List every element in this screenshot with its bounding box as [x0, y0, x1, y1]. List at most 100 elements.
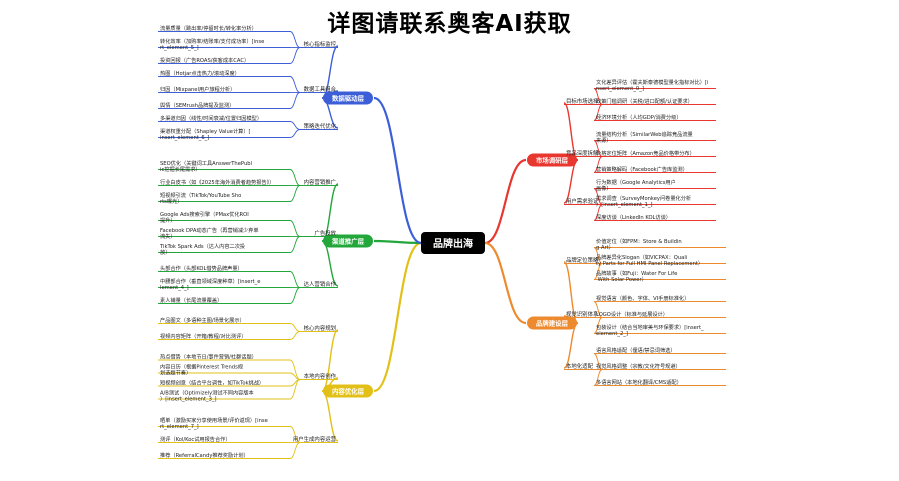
- group-content-1-label: 本地内容创作: [304, 372, 337, 380]
- leaf-channel-2-0: 头部合作（头部KOL借势品牌声量）: [160, 264, 243, 272]
- connector-channel-group-2: [321, 240, 339, 287]
- leaf-market-1-2: 营销策略解码（Facebook广告库监测）: [596, 165, 688, 173]
- leaf-market-2-2: 深度访谈（LinkedIn KOL访谈）: [596, 213, 671, 221]
- leaf-content-1-1: 内容日历（根据Pinterest Trends规划选题节奏）: [160, 363, 243, 377]
- leaf-market-2-1: 需求调查（SurveyMonkey问卷量化分析）[insert_element_…: [596, 194, 691, 208]
- root-node[interactable]: 品牌出海: [433, 237, 473, 250]
- connector-content-group-2: [321, 390, 339, 442]
- leaf-data-2-0: 多渠道归因（线性/时间衰减/位置归因模型）: [160, 114, 262, 122]
- group-channel-2-label: 达人营销合作: [304, 280, 337, 288]
- branch-channel[interactable]: 渠道推广层: [332, 236, 365, 245]
- leaf-content-1-3: A/B测试（Optimizely测试不同内容版本）[insert_element…: [160, 389, 254, 403]
- leaf-content-2-1: 测评（Kol/Koc试用报告合作）: [160, 435, 231, 443]
- leaf-market-0-2: 经济环境分析（人均GDP/消费分级）: [596, 113, 682, 121]
- leaf-content-0-0: 产品图文（多语种主图/场景化展示）: [160, 316, 245, 324]
- connector-content-2-0: [289, 426, 301, 443]
- leaf-channel-0-1: 行业白皮书（如《2025年海外消费者趋势报告》）: [160, 178, 274, 186]
- leaf-data-1-2: 舆情（SEMrush品牌提及监测）: [160, 101, 234, 109]
- connector-channel-1-0: [289, 220, 301, 237]
- leaf-brand-1-1: LOGO设计（标准与延展设计）: [596, 310, 668, 318]
- group-brand-1-label: 视觉识别体系: [566, 310, 599, 318]
- branch-data[interactable]: 数据驱动层: [332, 93, 365, 102]
- branch-brand-box: [527, 316, 577, 330]
- leaf-content-1-0: 热点借势（本地节日/事件营销/社群话题）: [160, 353, 257, 361]
- leaf-channel-2-2: 素人铺量（长尾流量覆盖）: [160, 296, 222, 304]
- connector-content-0-1: [289, 331, 301, 340]
- leaf-market-1-1: 价格定位矩阵（Amazon竞品价格带分布）: [596, 149, 695, 157]
- leaf-brand-0-2: 品牌故事（如Fuji：Water For Life With Solar Pow…: [596, 269, 677, 283]
- connector-content-0-0: [289, 323, 301, 332]
- branch-market[interactable]: 市场调研层: [536, 155, 569, 164]
- branch-data-box: [323, 91, 373, 105]
- leaf-data-0-0: 流量质量（跳出率/停留时长/转化率分析）: [160, 24, 257, 32]
- connector-content-2-2: [289, 442, 301, 459]
- leaf-brand-2-2: 多语言网站（本地化翻译/CMS适配）: [596, 378, 682, 386]
- connector-data-2-0: [289, 121, 301, 130]
- leaf-content-2-2: 推荐（ReferralCandy推荐奖励计划）: [160, 451, 249, 459]
- connector-data-2-1: [289, 129, 301, 138]
- group-content-2-label: 用户生成内容运营: [293, 435, 337, 443]
- root-node-box: [421, 232, 485, 254]
- group-brand-0-label: 品牌定位策略: [566, 256, 599, 264]
- leaf-data-1-1: 归因（Mixpanel用户旅程分析）: [160, 85, 235, 93]
- group-market-0-label: 目标市场选择: [566, 97, 599, 105]
- branch-content[interactable]: 内容优化层: [332, 386, 365, 395]
- leaf-content-1-2: 短视频创意（结合平台调性，如TikTok挑战）: [160, 379, 264, 387]
- group-channel-0-label: 内容营销推广: [304, 178, 337, 186]
- leaf-data-2-1: 渠道权重分配（Shapley Value计算）[insert_element_6…: [160, 127, 251, 141]
- group-brand-2-label: 本地化适配: [566, 362, 594, 370]
- leaf-channel-1-2: TikTok Spark Ads（达人内容二次投放）: [159, 242, 245, 256]
- leaf-brand-2-0: 语言风格适配（俚语/禁忌词筛选）: [596, 346, 676, 354]
- connector-content: [373, 241, 422, 393]
- connector-channel-0-2: [289, 185, 301, 202]
- branch-content-box: [323, 384, 373, 398]
- branch-channel-box: [323, 234, 373, 248]
- leaf-market-2-0: 行为数据（Google Analytics用户画像）: [596, 178, 676, 192]
- leaf-brand-1-2: 包装设计（结合当地审美与环保要求）[insert_element_2_]: [596, 323, 704, 337]
- leaf-brand-1-0: 视觉语言（颜色、字体、VI手册标准化）: [596, 294, 689, 302]
- branch-brand[interactable]: 品牌建设层: [536, 318, 569, 327]
- connector-channel-1-2: [289, 236, 301, 253]
- connector-data-0-2: [289, 47, 301, 64]
- group-content-0-label: 核心内容规划: [304, 324, 336, 332]
- branch-market-box: [527, 153, 577, 167]
- leaf-market-1-0: 流量结构分析（SimilarWeb追踪竞品流量来源）: [596, 130, 693, 144]
- group-market-1-label: 竞品深度拆解: [566, 149, 599, 157]
- leaf-market-0-1: 政策门槛调研（关税/进口配额/认证要求）: [596, 97, 693, 105]
- connector-data-1-2: [289, 92, 301, 109]
- connector-channel-2-0: [289, 271, 301, 288]
- connector-data: [373, 96, 422, 245]
- connector-channel: [373, 239, 422, 245]
- connector-market: [484, 158, 527, 245]
- group-data-1-label: 数据工具组合: [304, 85, 337, 93]
- leaf-channel-1-1: Facebook DPA动态广告（再营销减少弃单流失）: [160, 226, 259, 240]
- connector-data-0-0: [289, 31, 301, 48]
- group-data-0-label: 核心指标监控: [304, 40, 337, 48]
- connector-content-group-0: [321, 329, 339, 392]
- connector-brand: [484, 241, 527, 325]
- leaf-brand-2-1: 视觉风格调整（宗教/文化符号规避）: [596, 362, 681, 370]
- connector-channel-2-2: [289, 287, 301, 304]
- leaf-data-0-2: 投资回报（广告ROAS/获客成本CAC）: [160, 56, 249, 64]
- connector-data-1-0: [289, 76, 301, 93]
- connector-content-1-3: [289, 379, 301, 400]
- leaf-data-1-0: 热图（Hotjar点击热力/滚动深度）: [160, 69, 240, 77]
- page-headline: 详图请联系奥客AI获取: [327, 11, 572, 37]
- group-data-2-label: 策略迭代优化: [304, 122, 337, 130]
- connector-brand-group-2: [563, 322, 579, 369]
- group-market-2-label: 用户需求验证: [566, 197, 599, 205]
- connector-channel-0-0: [289, 169, 301, 186]
- leaf-content-0-1: 视频内容矩阵（开箱/教程/对比测评）: [160, 332, 247, 340]
- group-channel-1-label: 广告投放: [314, 229, 336, 237]
